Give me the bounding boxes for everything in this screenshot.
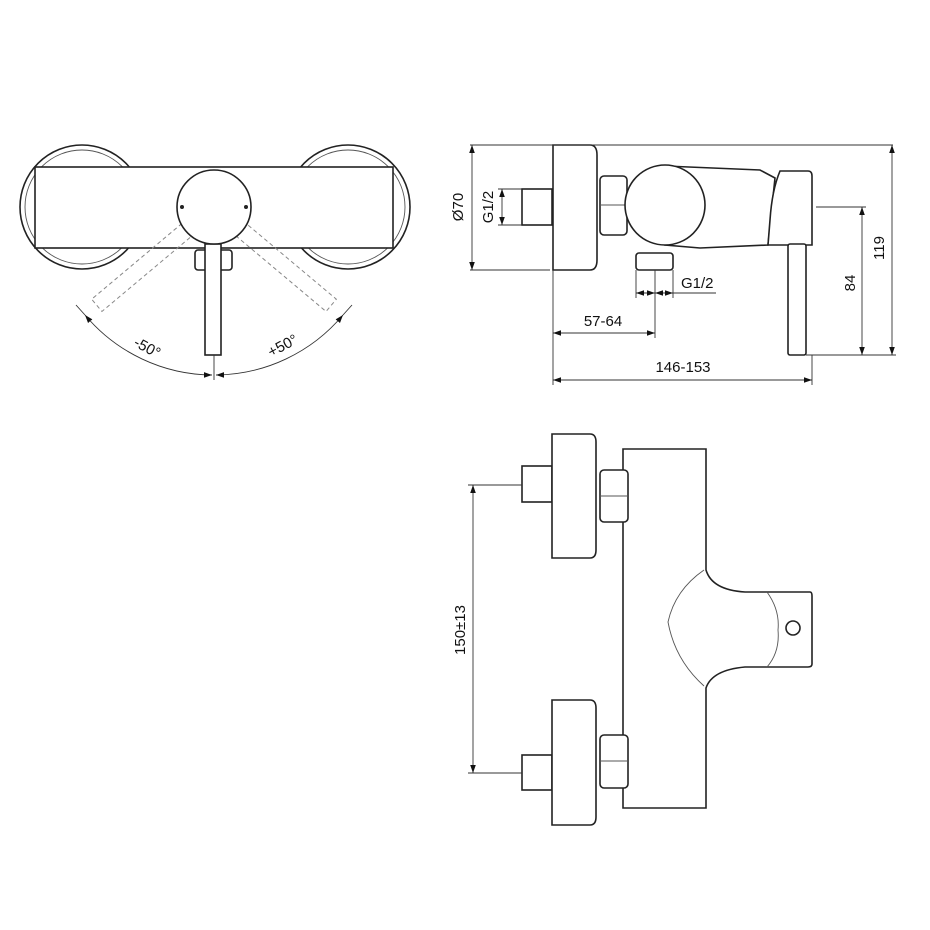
diameter-label: Ø70 <box>450 193 467 221</box>
lever-height-label: 84 <box>842 275 859 292</box>
mixer-body <box>622 448 813 809</box>
lever-handle <box>787 243 807 356</box>
temperature-knob-hole <box>785 620 801 636</box>
front-view: 150±13 <box>452 433 813 826</box>
top-view: -50° +50° <box>19 144 411 380</box>
inlet-thread-label: G1/2 <box>480 191 497 224</box>
angle-right-label: +50° <box>265 331 301 361</box>
valve-body <box>624 164 706 246</box>
upper-inlet-stub <box>521 465 553 503</box>
outlet-thread-label: G1/2 <box>681 275 714 292</box>
lever <box>204 243 222 356</box>
lever-head <box>767 170 813 246</box>
rosette <box>552 144 598 271</box>
inlet-spacing-label: 150±13 <box>452 605 469 655</box>
lower-rosette <box>551 699 597 826</box>
knob <box>176 169 252 245</box>
total-height-label: 119 <box>871 236 888 260</box>
total-depth-label: 146-153 <box>655 359 710 376</box>
nut <box>599 175 628 236</box>
lower-nut <box>599 734 629 789</box>
inlet-stub <box>521 188 553 226</box>
angle-left-label: -50° <box>131 334 163 362</box>
outlet <box>635 252 674 271</box>
upper-rosette <box>551 433 597 559</box>
lower-inlet-stub <box>521 754 553 791</box>
side-view: Ø70 G1/2 G1/2 57-64 146-153 84 119 <box>450 144 896 385</box>
outlet-offset-label: 57-64 <box>584 313 622 330</box>
